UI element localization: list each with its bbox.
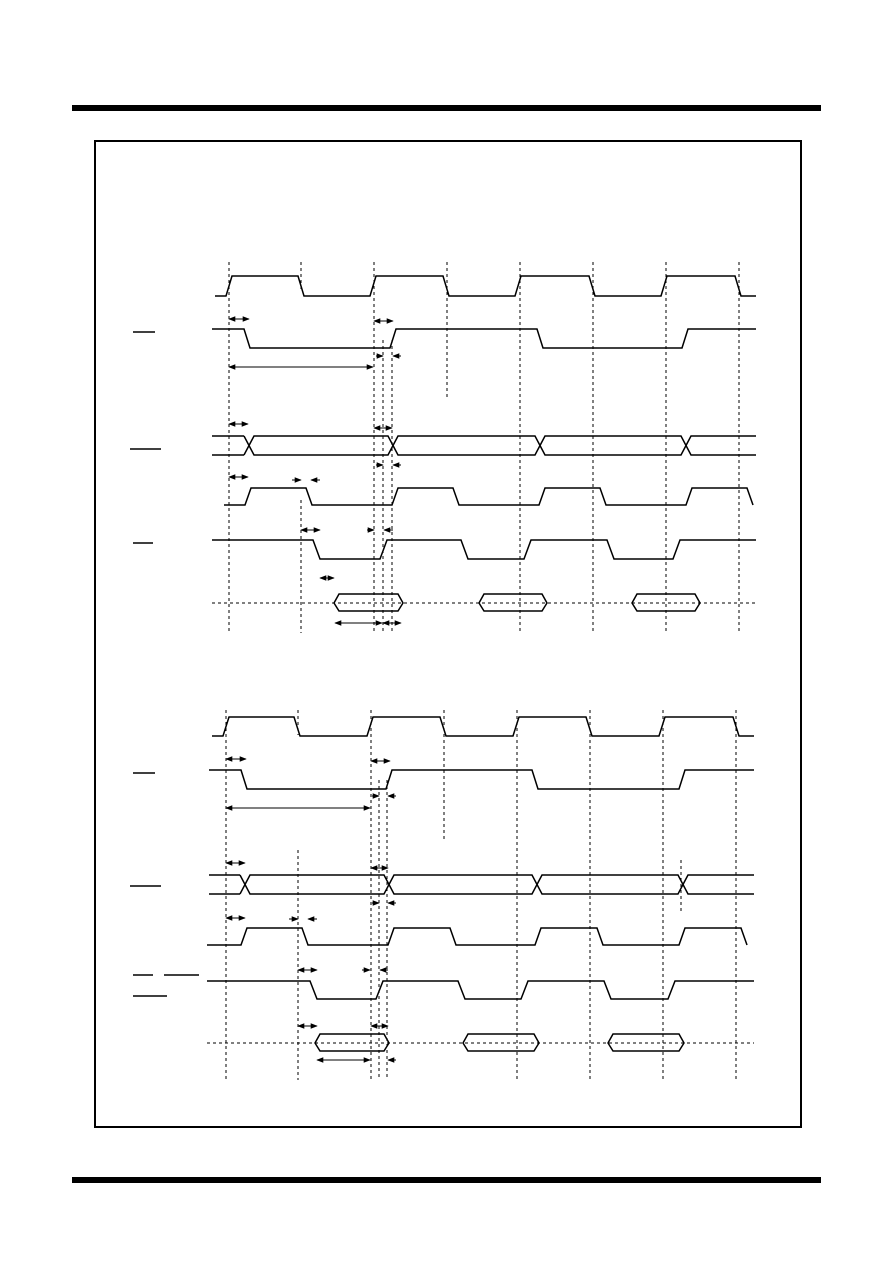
panel-2-gridlines (225, 710, 737, 1080)
panel-1-clock-trace (215, 275, 756, 297)
panel-1-data-valid-2 (478, 593, 548, 612)
panel-1-bus-trace (212, 435, 756, 456)
panel-1-strobe-low-trace (212, 539, 756, 560)
panel-2-bus-trace (209, 874, 754, 895)
panel-1-data-valid-1 (333, 593, 404, 612)
panel-2-strobe-trace (209, 769, 754, 790)
panel-2-data-valid-1 (314, 1033, 390, 1052)
panel-1 (130, 262, 756, 633)
panel-1-strobe-trace (212, 328, 756, 349)
top-rule (72, 105, 821, 111)
panel-2-data-valid-2 (462, 1033, 540, 1052)
panel-2-data-valid-3 (607, 1033, 685, 1052)
panel-2 (130, 710, 754, 1080)
panel-1-timing-arrows (228, 316, 402, 626)
bottom-rule (72, 1177, 821, 1183)
panel-2-timing-arrows (225, 756, 396, 1063)
diagram-frame (94, 140, 802, 1128)
panel-2-pulse-trace (207, 927, 748, 946)
panel-2-strobe-low-trace (207, 980, 754, 1000)
panel-2-clock-trace (212, 716, 754, 737)
panel-1-gridlines (228, 262, 740, 633)
panel-1-data-valid-3 (631, 593, 701, 612)
panel-1-pulse-trace (224, 487, 754, 506)
